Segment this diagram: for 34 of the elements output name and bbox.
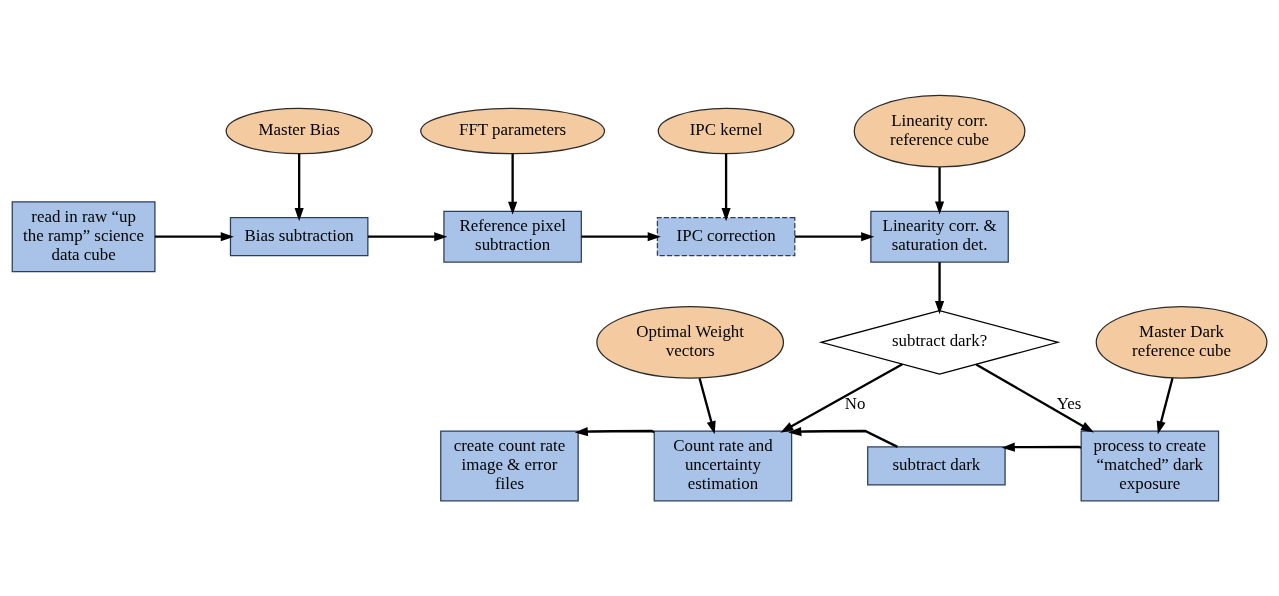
arrow [1001,442,1082,452]
node-ellipse: IPC kernel [657,107,795,155]
arrow [975,363,1095,433]
arrow [581,232,661,242]
node-box: Count rate and uncertainty estimation [653,430,793,502]
node-ellipse: FFT parameters [420,107,606,155]
node-ellipse: Optimal Weight vectors [596,305,785,379]
arrow [934,262,945,315]
node-ellipse: Master Bias [225,107,373,155]
edge-label: Yes [1056,393,1082,413]
arrow [154,232,234,242]
node-box: Bias subtraction [229,217,369,257]
node-box: process to create “matched” dark exposure [1080,430,1220,502]
node-diamond: subtract dark? [818,309,1061,375]
edge-label: No [844,393,866,413]
node-box: Linearity corr. & saturation det. [870,210,1009,263]
arrow [508,153,518,215]
arrow [698,377,716,435]
arrow [1156,377,1174,435]
arrow [574,426,655,437]
node-box: subtract dark [867,446,1006,486]
arrow [721,153,731,222]
node-box: read in raw “up the ramp” science data cube [11,201,156,273]
node-box: create count rate image & error files [440,430,579,502]
arrow [794,232,875,242]
arrow [934,167,945,215]
node-ellipse: Master Dark reference cube [1095,305,1268,379]
node-box: Reference pixel subtraction [443,210,582,263]
arrow [367,232,448,242]
arrow [780,363,903,433]
node-box: IPC correction [656,217,796,257]
arrow [788,426,898,448]
node-ellipse: Linearity corr. reference cube [853,94,1026,168]
arrow [294,153,304,222]
